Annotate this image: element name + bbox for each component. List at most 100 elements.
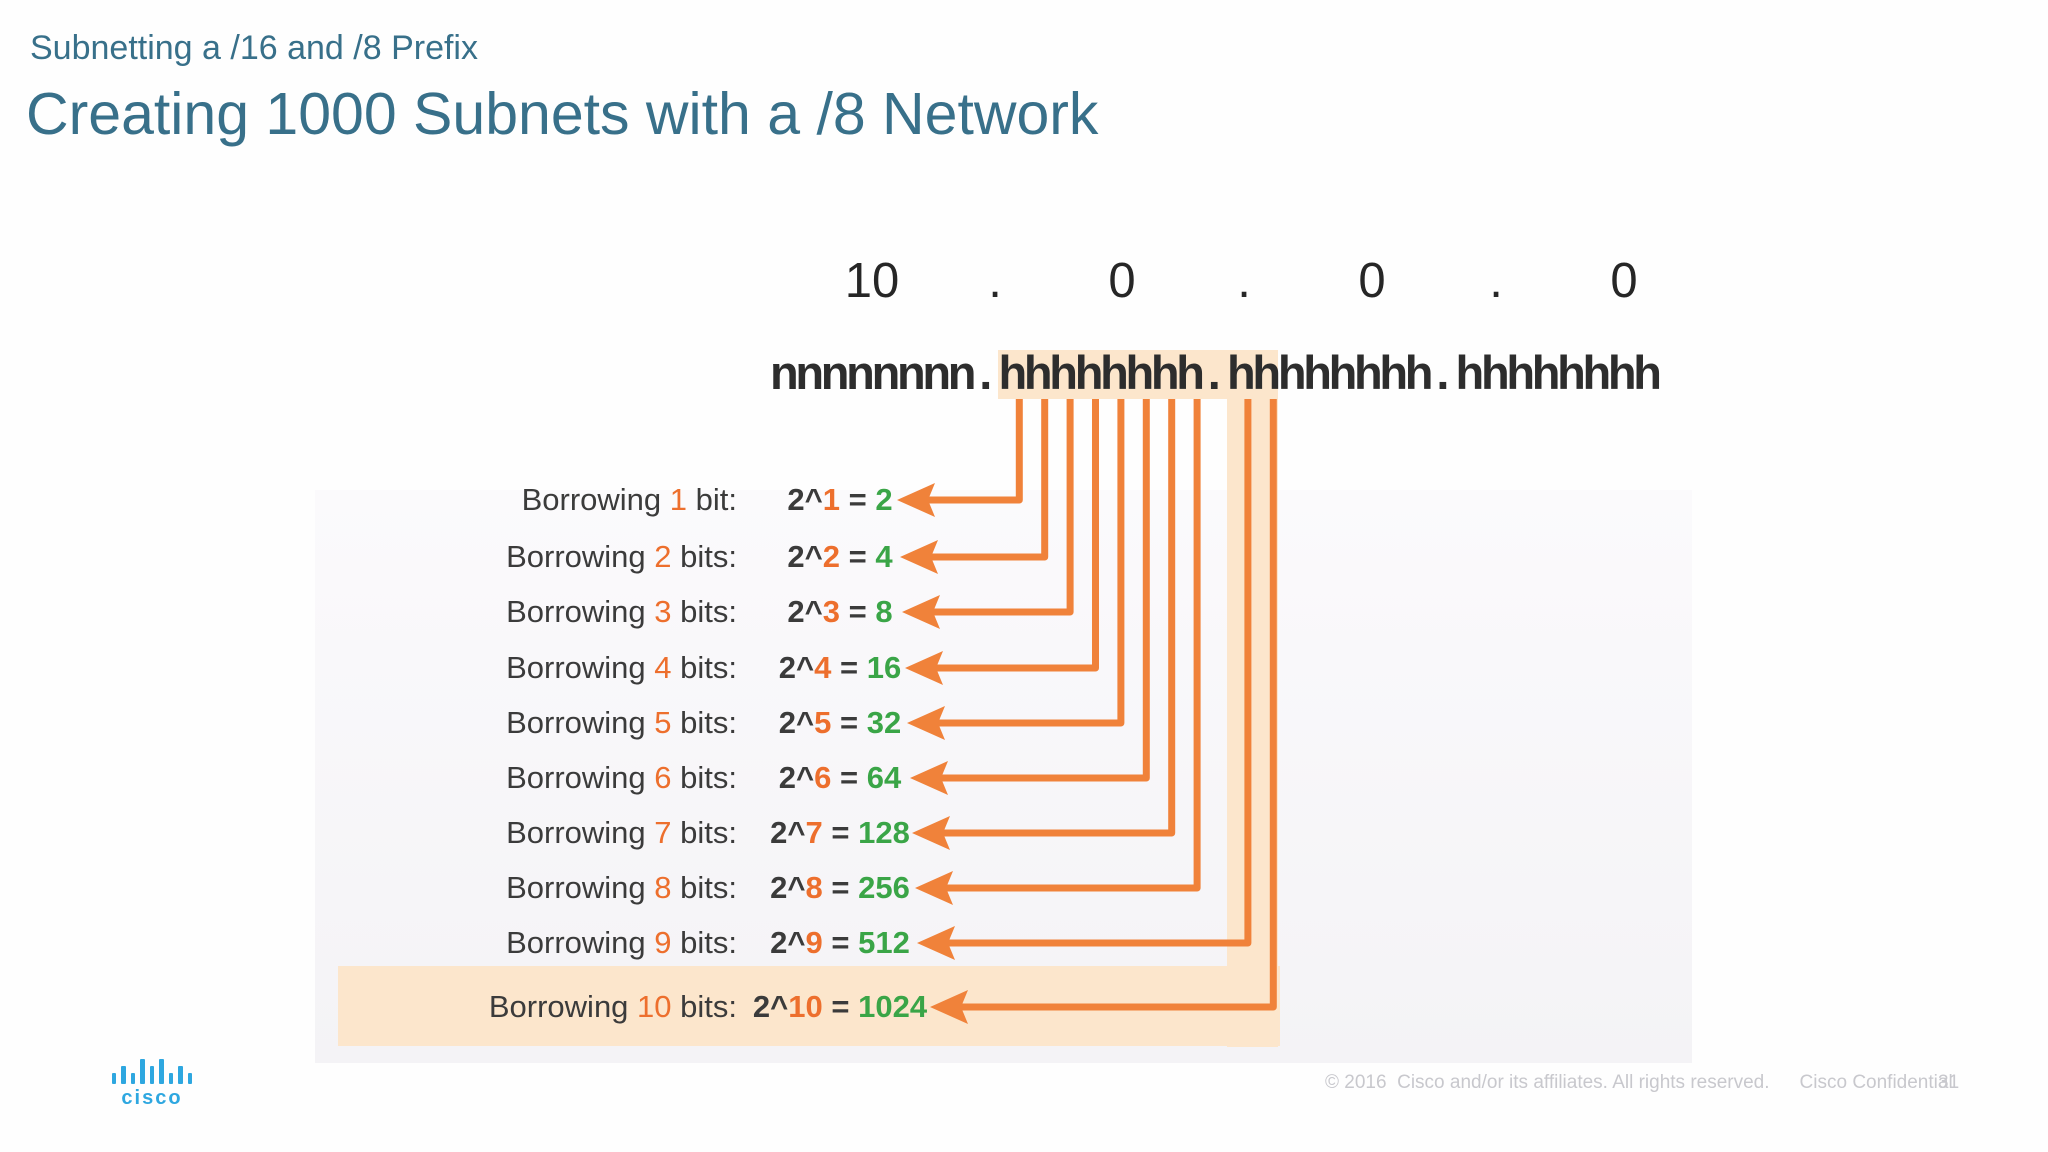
binary-char: . <box>979 346 993 399</box>
exponent-value: 2 <box>822 539 840 574</box>
logo-bar <box>140 1059 145 1084</box>
borrowing-row-label: Borrowing 1 bit: <box>521 482 737 517</box>
subnet-count-expression: 2^7 = 128 <box>770 815 910 850</box>
binary-char: h <box>1303 346 1332 399</box>
subnet-count-expression: 2^3 = 8 <box>787 594 893 629</box>
exponent-value: 1 <box>822 482 840 517</box>
binary-char: h <box>1404 346 1434 399</box>
subnet-count-result: 1024 <box>858 989 928 1024</box>
binary-char: . <box>1436 346 1450 399</box>
ip-octet: 0 <box>1610 254 1638 308</box>
borrowing-row: Borrowing 4 bits: 2^4 = 16 <box>0 647 2048 689</box>
borrowing-row-label: Borrowing 8 bits: <box>506 870 737 905</box>
borrowing-row: Borrowing 9 bits:2^9 = 512 <box>0 922 2048 964</box>
exponent-value: 10 <box>788 989 823 1024</box>
exponent-value: 9 <box>805 925 823 960</box>
binary-char: h <box>998 346 1028 399</box>
borrowed-bits-highlight-band <box>998 350 1278 399</box>
subnet-count-result: 64 <box>866 760 902 795</box>
ip-dot: . <box>988 254 1002 308</box>
binary-char: h <box>1455 346 1485 399</box>
binary-char: h <box>1480 346 1510 399</box>
binary-char: h <box>1328 346 1358 399</box>
borrowing-row: Borrowing 6 bits: 2^6 = 64 <box>0 757 2048 799</box>
borrowed-bit-count: 5 <box>654 705 672 740</box>
ip-dot: . <box>1237 254 1251 308</box>
borrowing-row-label: Borrowing 4 bits: <box>506 650 737 685</box>
binary-char: h <box>1252 346 1282 399</box>
binary-char: h <box>1023 346 1053 399</box>
cisco-logo: cisco <box>108 1058 196 1110</box>
binary-char: h <box>1074 346 1104 399</box>
binary-char: h <box>1100 346 1129 399</box>
exponent-value: 4 <box>814 650 832 685</box>
borrowing-row: Borrowing 8 bits:2^8 = 256 <box>0 867 2048 909</box>
borrowed-bit-count: 4 <box>654 650 672 685</box>
subnet-count-expression: 2^2 = 4 <box>787 539 893 574</box>
ip-dot: . <box>1489 254 1503 308</box>
binary-char: n <box>820 346 850 399</box>
page-title: Creating 1000 Subnets with a /8 Network <box>26 81 1099 147</box>
exponent-value: 5 <box>814 705 832 740</box>
ip-octet: 0 <box>1108 254 1136 308</box>
binary-char: h <box>1049 346 1079 399</box>
borrowing-row: Borrowing 2 bits: 2^2 = 4 <box>0 536 2048 578</box>
borrowing-row-label: Borrowing 6 bits: <box>506 760 737 795</box>
binary-char: h <box>1150 346 1180 399</box>
logo-bar <box>159 1059 164 1084</box>
borrowing-row-label: Borrowing 10 bits: <box>488 989 737 1024</box>
binary-char: h <box>1607 346 1637 399</box>
confidential-text: Cisco Confidential <box>1799 1072 1953 1093</box>
binary-char: h <box>1557 346 1586 399</box>
logo-bar <box>187 1073 193 1084</box>
exponent-value: 7 <box>805 815 823 850</box>
borrowing-row-label: Borrowing 3 bits: <box>506 594 737 629</box>
binary-char: h <box>1227 346 1256 399</box>
binary-char: h <box>1531 346 1561 399</box>
binary-char: h <box>1176 346 1205 399</box>
page-number: 31 <box>1938 1072 1960 1093</box>
borrowing-row: Borrowing 5 bits:2^5 = 32 <box>0 702 2048 744</box>
subnet-count-expression: 2^10 = 1024 <box>752 989 928 1024</box>
borrowed-bit-count: 10 <box>637 989 672 1024</box>
borrowing-row-label: Borrowing 5 bits: <box>506 705 737 740</box>
subnet-count-result: 4 <box>875 539 893 574</box>
subnet-count-result: 128 <box>858 815 910 850</box>
cisco-logo-bars-icon <box>108 1058 196 1084</box>
borrowing-row-label: Borrowing 7 bits: <box>506 815 737 850</box>
binary-char: n <box>896 346 926 399</box>
ip-octet: 0 <box>1358 254 1386 308</box>
subnet-count-expression: 2^4 = 16 <box>778 650 902 685</box>
borrowed-bit-count: 6 <box>654 760 672 795</box>
binary-char: n <box>795 346 825 399</box>
binary-char: h <box>1633 346 1662 399</box>
binary-char: h <box>1353 346 1383 399</box>
ip-octet: 10 <box>844 254 900 308</box>
logo-bar <box>178 1066 183 1084</box>
borrowed-bit-count: 8 <box>654 870 672 905</box>
binary-char: . <box>1207 346 1221 399</box>
subnet-count-result: 16 <box>866 650 902 685</box>
exponent-value: 3 <box>822 594 840 629</box>
borrowing-row: Borrowing 1 bit:2^1 = 2 <box>0 479 2048 521</box>
binary-char: n <box>922 346 952 399</box>
subnet-count-expression: 2^6 = 64 <box>778 760 902 795</box>
exponent-value: 6 <box>814 760 832 795</box>
logo-bar <box>130 1073 136 1084</box>
subnet-count-result: 32 <box>866 705 902 740</box>
footer-copyright: © 2016 Cisco and/or its affiliates. All … <box>1325 1072 1953 1094</box>
binary-char: h <box>1277 346 1307 399</box>
borrowing-row-label: Borrowing 2 bits: <box>506 539 737 574</box>
subnet-count-result: 8 <box>875 594 893 629</box>
copyright-text: © 2016 Cisco and/or its affiliates. All … <box>1325 1072 1770 1093</box>
binary-char: h <box>1379 346 1409 399</box>
subnet-count-result: 256 <box>858 870 910 905</box>
binary-char: h <box>1506 346 1536 399</box>
borrowed-bit-count: 3 <box>654 594 672 629</box>
binary-char: n <box>846 346 875 399</box>
borrowing-row: Borrowing 7 bits: 2^7 = 128 <box>0 812 2048 854</box>
exponent-value: 8 <box>805 870 823 905</box>
subnet-count-expression: 2^9 = 512 <box>770 925 910 960</box>
